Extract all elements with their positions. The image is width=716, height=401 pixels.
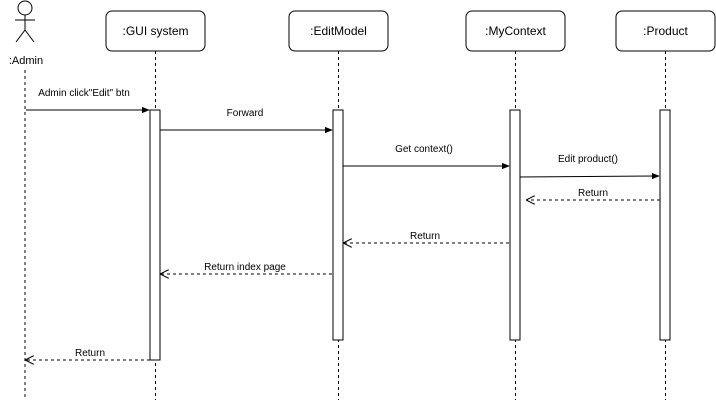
actor-label: :Admin <box>9 55 43 67</box>
message-return-index-page: Return index page <box>161 262 332 274</box>
activation-product <box>659 109 671 341</box>
message-admin-click-edit: Admin click"Edit" btn <box>26 88 150 114</box>
actor-right-leg <box>24 29 35 43</box>
participant-label: :GUI system <box>122 24 188 38</box>
message-return-product: Return <box>527 188 660 200</box>
message-label: Return <box>75 348 105 359</box>
activation-edit-model <box>332 109 344 341</box>
message-label: Return <box>410 231 440 242</box>
message-return-context: Return <box>344 231 509 243</box>
activation-my-context <box>509 109 521 341</box>
participant-product: :Product <box>615 10 716 52</box>
actor-head <box>17 0 33 16</box>
message-label: Admin click"Edit" btn <box>38 88 130 99</box>
activation-gui-system <box>149 109 161 361</box>
message-return-admin: Return <box>26 348 150 360</box>
admin-actor: :Admin <box>9 0 43 67</box>
message-label: Get context() <box>395 144 453 155</box>
participant-label: :EditModel <box>310 24 367 38</box>
message-label: Return <box>578 188 608 199</box>
message-arrow <box>519 172 660 180</box>
participant-gui-system: :GUI system <box>105 10 206 52</box>
message-label: Edit product() <box>558 154 618 165</box>
message-forward: Forward <box>160 108 333 134</box>
participant-label: :MyContext <box>485 24 546 38</box>
participant-edit-model: :EditModel <box>288 10 389 52</box>
message-edit-product: Edit product() <box>519 154 660 180</box>
participant-my-context: :MyContext <box>465 10 566 52</box>
participant-label: :Product <box>643 24 688 38</box>
message-label: Forward <box>227 108 264 119</box>
message-label: Return index page <box>204 262 286 273</box>
actor-left-leg <box>15 29 26 43</box>
message-get-context: Get context() <box>343 144 510 170</box>
